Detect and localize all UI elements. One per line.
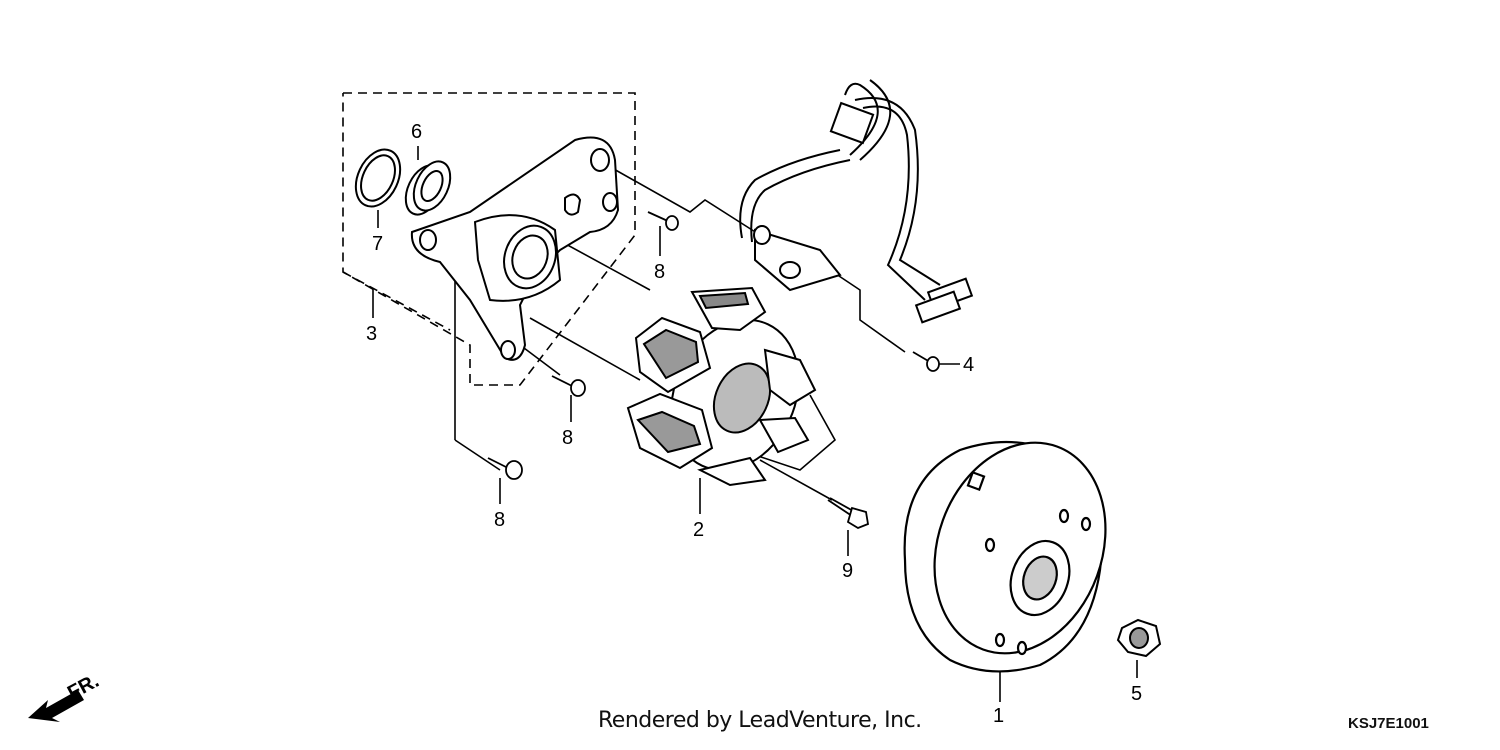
callout-3: 3 (366, 323, 377, 345)
front-direction-arrow-icon (28, 690, 84, 722)
callout-7: 7 (372, 233, 383, 255)
stator-coil (626, 286, 817, 487)
callout-8-upper: 8 (654, 261, 665, 283)
screw-8-upper (647, 211, 679, 231)
callout-1: 1 (993, 705, 1004, 727)
screw-8-middle (551, 375, 586, 397)
render-credit: Rendered by LeadVenture, Inc. (598, 708, 922, 733)
stator-base-plate (410, 136, 620, 361)
callout-6: 6 (411, 121, 422, 143)
callout-8-middle: 8 (562, 427, 573, 449)
callout-2: 2 (693, 519, 704, 541)
callout-5: 5 (1131, 683, 1142, 705)
figure-code: KSJ7E1001 (1348, 715, 1429, 732)
wire-harness (739, 79, 974, 324)
o-ring (354, 148, 402, 208)
flywheel (903, 440, 1107, 673)
callout-8-lower: 8 (494, 509, 505, 531)
bolt-9 (827, 497, 870, 530)
flange-nut (1116, 618, 1162, 658)
screw-8-lower (487, 457, 523, 480)
screw-4 (912, 351, 940, 372)
callout-4: 4 (963, 354, 974, 376)
assembly-group-outline (342, 92, 636, 386)
callout-9: 9 (842, 560, 853, 582)
oil-seal (404, 160, 452, 216)
